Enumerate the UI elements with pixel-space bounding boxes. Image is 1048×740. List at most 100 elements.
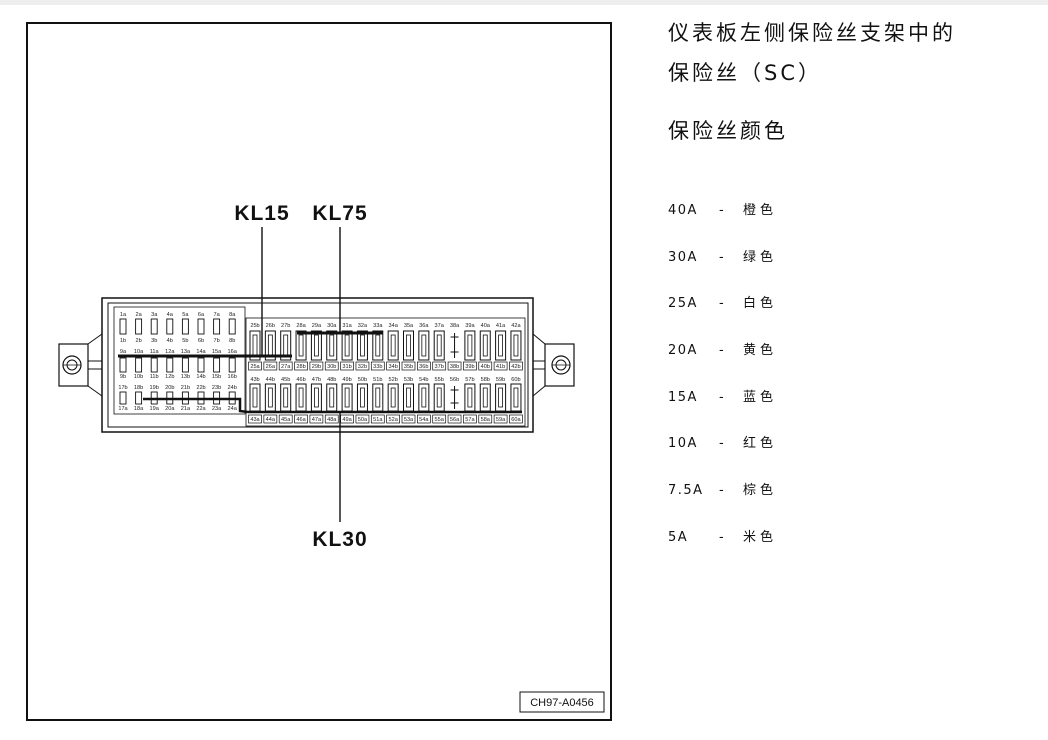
fuse-slot (464, 330, 476, 361)
fuse-label-box (263, 414, 278, 424)
fuse-slot (166, 318, 174, 335)
fuse-slot (280, 330, 292, 361)
fuse-element (298, 334, 304, 357)
fuse-label: 57a (465, 417, 475, 423)
legend-rating: 7.5A (668, 483, 704, 499)
fuse-label: 42a (511, 323, 521, 329)
fuse-label: 2b (135, 338, 141, 344)
fuse-label: 21b (181, 385, 190, 391)
fuse-label: 40a (481, 323, 491, 329)
legend-heading: 保险丝颜色 (668, 119, 788, 143)
legend-separator: - (719, 296, 724, 312)
fuse-label: 17b (118, 385, 127, 391)
fuse-label: 44b (266, 377, 275, 383)
fuse-label: 7a (213, 312, 220, 318)
fuse-element (375, 334, 381, 357)
fuse-label: 16b (228, 374, 237, 380)
fuse-slot (150, 357, 158, 373)
fuse-label: 25b (250, 323, 259, 329)
fuse-label-box (417, 361, 431, 371)
fuse-label: 60a (511, 417, 521, 423)
fuse-element (513, 387, 519, 408)
fuse-label-box (386, 414, 400, 424)
fuse-slot (213, 318, 221, 335)
fuse-element (390, 334, 396, 357)
fuse-slot (495, 330, 507, 361)
legend-color-name: 蓝色 (743, 389, 778, 405)
fuse-label: 23b (212, 385, 221, 391)
fuse-label-box (493, 414, 508, 424)
fuse-label: 4a (167, 312, 174, 318)
jumper-slot (450, 333, 459, 358)
fuse-label: 22b (196, 385, 205, 391)
fuse-slot (249, 330, 261, 361)
fuse-label: 37a (435, 323, 445, 329)
fuse-label: 34a (388, 323, 398, 329)
fuse-element (283, 387, 289, 408)
page-title-line2: 保险丝（SC） (668, 61, 822, 85)
fuse-label: 46b (296, 377, 305, 383)
fuse-label-box (370, 414, 385, 424)
fuse-label: 9b (120, 374, 126, 380)
legend-color-name: 白色 (743, 296, 778, 312)
fuse-slot (228, 357, 236, 373)
fuse-label-box (248, 414, 262, 424)
fuse-element (436, 387, 442, 408)
fuse-label: 52a (388, 417, 398, 423)
fuse-element (436, 334, 442, 357)
fuse-label: 51a (373, 417, 383, 423)
fuse-label: 45a (281, 417, 291, 423)
left-ear-brace (87, 385, 103, 397)
fuse-label: 38b (450, 364, 459, 370)
fuse-label-box (263, 361, 278, 371)
fuse-label-box (478, 361, 493, 371)
fuse-element (313, 387, 319, 408)
legend-row: 40A-橙色 (668, 188, 968, 235)
fuse-label-box (278, 414, 293, 424)
fuse-slot (510, 330, 522, 361)
housing-outer (101, 297, 534, 433)
fuse-label: 24a (228, 406, 238, 412)
fuse-slot (403, 330, 414, 361)
legend-rating: 40A (668, 203, 698, 218)
fuse-slot (181, 318, 189, 335)
fuse-label: 58a (481, 417, 491, 423)
fuse-label: 8a (229, 312, 236, 318)
fuse-label-box (294, 414, 308, 424)
fuse-label: 36b (419, 364, 428, 370)
fuse-label: 10a (134, 349, 144, 355)
fuse-element (298, 387, 304, 408)
fuse-label: 40b (481, 364, 490, 370)
fuse-label: 52b (388, 377, 397, 383)
fuse-label-box (493, 361, 508, 371)
legend-row: 30A-绿色 (668, 235, 968, 282)
fuse-slot (264, 330, 276, 361)
fuse-label: 15a (212, 349, 222, 355)
fuse-slot (418, 330, 430, 361)
fuse-label: 28a (296, 323, 306, 329)
code-box (519, 691, 605, 713)
kl15-label: KL15 (234, 202, 289, 225)
fuse-label: 1b (120, 338, 126, 344)
fuse-element (283, 334, 289, 357)
fuse-label: 35b (404, 364, 413, 370)
fuse-slot (119, 391, 127, 405)
fuse-label: 3a (151, 312, 158, 318)
fuse-slot (135, 391, 143, 405)
fuse-label: 13b (181, 374, 190, 380)
housing-inner (107, 302, 529, 428)
legend-separator: - (719, 343, 724, 359)
fuse-label: 30a (327, 323, 337, 329)
fuse-slot (150, 318, 158, 335)
fuse-slot (341, 330, 353, 361)
fuse-label: 16a (228, 349, 238, 355)
fuse-label: 53a (404, 417, 414, 423)
fuse-label: 29a (312, 323, 322, 329)
fuse-label: 41b (496, 364, 505, 370)
fuse-label-box (463, 414, 477, 424)
fuse-label: 53b (404, 377, 413, 383)
fuse-label: 18b (134, 385, 143, 391)
fuse-label: 24b (228, 385, 237, 391)
